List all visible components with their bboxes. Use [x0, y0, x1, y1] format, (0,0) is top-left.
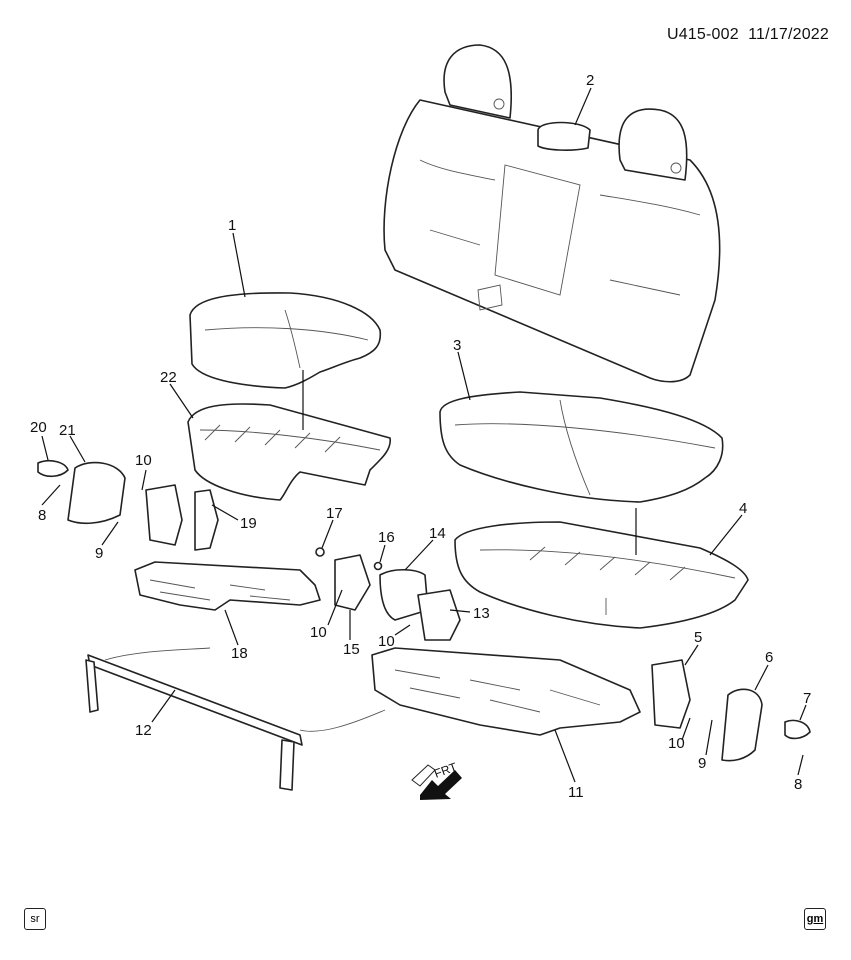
part-right-brackets	[651, 659, 811, 762]
part-center-hardware	[315, 547, 461, 641]
callout-4: 4	[739, 500, 747, 517]
callout-8b: 8	[794, 776, 802, 793]
callout-18: 18	[231, 645, 248, 662]
part-seat-frame-right	[371, 647, 641, 736]
callout-7: 7	[803, 690, 811, 707]
callout-10d: 10	[668, 735, 685, 752]
callout-5: 5	[694, 629, 702, 646]
front-direction-arrow: FRT	[411, 760, 462, 800]
callout-9a: 9	[95, 545, 103, 562]
callout-10b: 10	[310, 624, 327, 641]
callout-15: 15	[343, 641, 360, 658]
callout-13: 13	[473, 605, 490, 622]
callout-2: 2	[586, 72, 594, 89]
leader-lines	[41, 87, 807, 783]
part-seat-frame-left	[134, 561, 321, 611]
callout-9b: 9	[698, 755, 706, 772]
callout-6: 6	[765, 649, 773, 666]
part-seat-back	[383, 44, 721, 383]
sr-badge: sr	[24, 908, 46, 930]
callout-8a: 8	[38, 507, 46, 524]
callout-21: 21	[59, 422, 76, 439]
part-cushion-pad-right	[454, 521, 749, 629]
callout-16: 16	[378, 529, 395, 546]
callout-12: 12	[135, 722, 152, 739]
part-cushion-pad-left	[187, 403, 391, 501]
diagram-date: 11/17/2022	[748, 26, 829, 43]
callout-10c: 10	[378, 633, 395, 650]
part-left-brackets	[37, 460, 219, 551]
callout-14: 14	[429, 525, 446, 542]
callout-1: 1	[228, 217, 236, 234]
callout-22: 22	[160, 369, 177, 386]
part-cushion-cover-left	[189, 292, 382, 389]
part-support-bar	[85, 647, 386, 791]
callout-11: 11	[568, 784, 584, 801]
callout-10a: 10	[135, 452, 152, 469]
callout-20: 20	[30, 419, 47, 436]
diagram-id: U415-002	[666, 26, 739, 43]
part-cushion-cover-right	[439, 391, 724, 503]
callout-3: 3	[453, 337, 461, 354]
diagram-header: U415-002 11/17/2022	[667, 26, 829, 44]
callouts: 1 2 3 4 5 6 7 8 8 9 9 10 10 10 10 11 12 …	[30, 72, 811, 801]
callout-19: 19	[240, 515, 257, 532]
callout-17: 17	[326, 505, 343, 522]
gm-logo: gm	[804, 908, 826, 930]
